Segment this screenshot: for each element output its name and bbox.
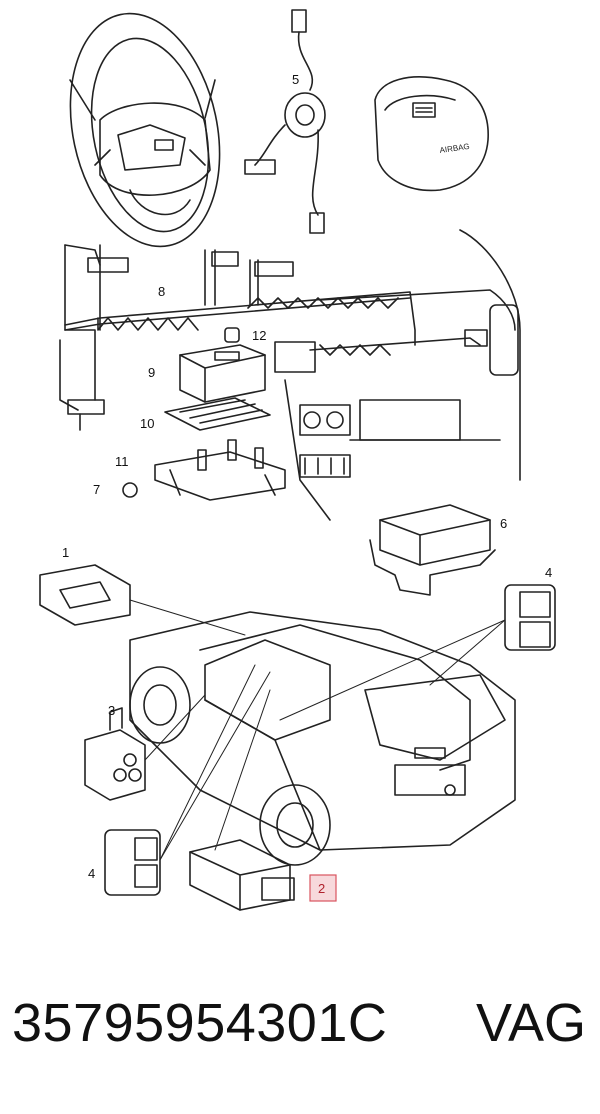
- callout-9: 9: [148, 365, 155, 380]
- nut: [224, 327, 240, 343]
- brand-label: VAG: [475, 993, 586, 1053]
- seat-belt-switch-left: [104, 829, 161, 896]
- callout-7: 7: [93, 482, 100, 497]
- seat-belt-switch-right: [504, 584, 556, 651]
- mounting-bracket: [154, 439, 286, 501]
- callout-6: 6: [500, 516, 507, 531]
- callout-1: 1: [62, 545, 69, 560]
- side-airbag-control-unit: [369, 504, 496, 596]
- crash-sensor: [189, 839, 295, 911]
- dashboard: [284, 229, 521, 521]
- footer: 35795954301C VAG: [0, 992, 600, 1062]
- airbag-cover: [374, 76, 489, 192]
- airbag-text: AIRBAG: [439, 142, 470, 155]
- callout-12: 12: [252, 328, 266, 343]
- seat-connector: [39, 564, 131, 626]
- callout-2: 2: [318, 881, 325, 896]
- callout-11: 11: [115, 454, 129, 469]
- belt-tensioner: [84, 707, 146, 801]
- nut-7: [122, 482, 138, 498]
- mounting-plate: [164, 397, 271, 431]
- callout-4-left: 4: [88, 866, 95, 881]
- airbag-control-unit: [179, 344, 266, 403]
- callout-10: 10: [140, 416, 154, 431]
- callout-4-right: 4: [545, 565, 552, 580]
- car-body: [129, 611, 516, 866]
- wiring-harness: [59, 244, 488, 431]
- callout-2-highlight: [309, 874, 337, 902]
- callout-labels: 5 8 12 9 10 11 7 6 1 4 3 4 2 AIRBAG: [62, 72, 552, 902]
- clock-spring: [244, 9, 326, 234]
- callout-5: 5: [292, 72, 299, 87]
- parts-diagram: 5 8 12 9 10 11 7 6 1 4 3 4 2 AIRBAG: [39, 9, 556, 911]
- leader-lines: [129, 599, 506, 861]
- callout-8: 8: [158, 284, 165, 299]
- steering-wheel: [69, 12, 221, 248]
- part-number: 35795954301C: [12, 993, 388, 1053]
- callout-3: 3: [108, 703, 115, 718]
